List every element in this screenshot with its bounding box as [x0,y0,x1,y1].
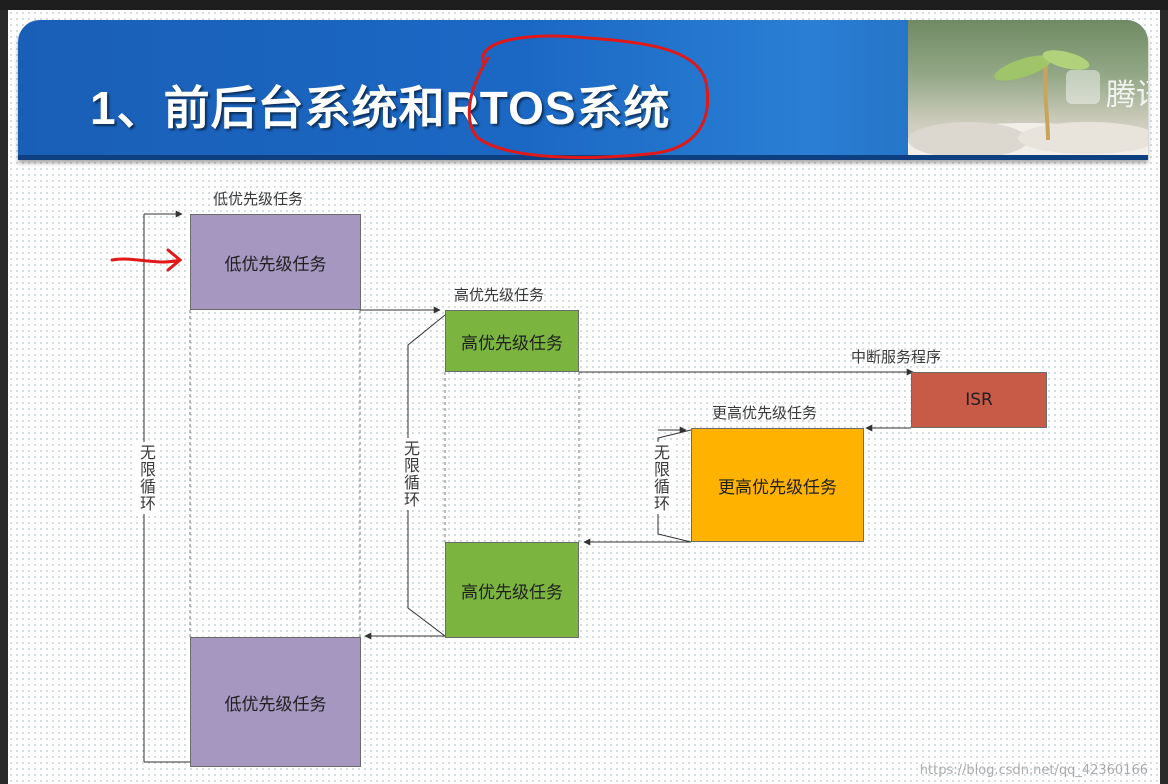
csdn-watermark: https://blog.csdn.net/qq_42360166 [920,763,1148,778]
inner-loop-label: 无限循环 [648,442,672,514]
high-priority-task-box-resumed: 高优先级任务 [445,542,579,638]
low-priority-task-box: 低优先级任务 [190,214,361,310]
presentation-slide: 1、前后台系统和RTOS系统 腾讯 [8,10,1160,784]
isr-label: 中断服务程序 [851,346,941,367]
low-priority-label: 低优先级任务 [213,188,303,209]
low-priority-task-box-resumed: 低优先级任务 [190,637,361,767]
window-top-bar [0,0,1168,10]
red-arrow-annotation [112,259,180,262]
high-priority-task-box: 高优先级任务 [445,310,579,372]
high-priority-label: 高优先级任务 [454,284,544,305]
middle-loop-label: 无限循环 [398,438,422,510]
higher-priority-label: 更高优先级任务 [712,402,817,423]
red-circle-annotation [469,36,707,157]
higher-priority-task-box: 更高优先级任务 [691,428,864,542]
isr-box: ISR [911,372,1047,428]
outer-loop-label: 无限循环 [134,442,158,514]
